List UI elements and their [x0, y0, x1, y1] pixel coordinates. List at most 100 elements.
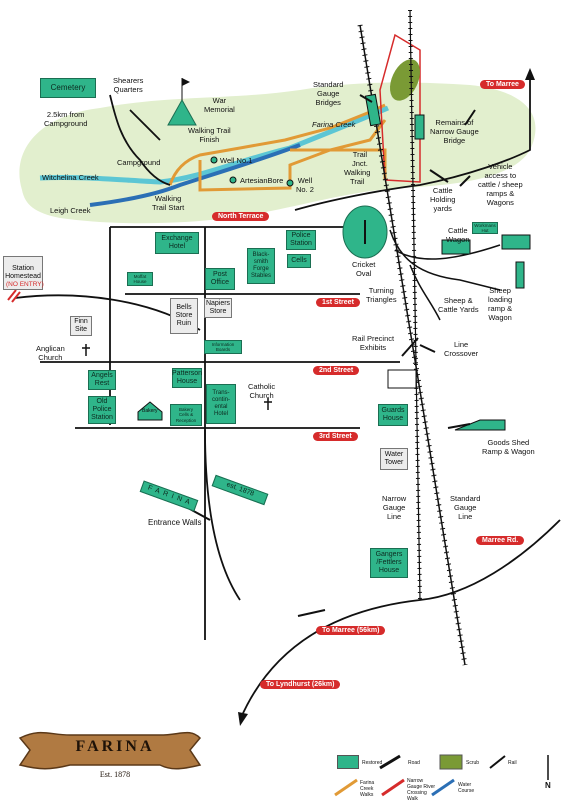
farina-creek-line — [39, 105, 389, 185]
well-no2-dot — [286, 179, 294, 187]
station-homestead-box[interactable]: Station Homestead — [3, 256, 43, 290]
to-lyndhurst-pill: To Lyndhurst (26km) — [260, 680, 341, 689]
legend-water-line — [431, 778, 455, 797]
cattle-wagon-label: Cattle Wagon — [446, 226, 470, 244]
legend-road-label: Road — [408, 760, 420, 766]
guards-house-box[interactable]: Guards House — [378, 404, 408, 426]
anglican-church-label: Anglican Church — [36, 344, 65, 362]
standard-gauge-bridge-mark — [364, 93, 382, 127]
turning-triangle-rails — [389, 229, 501, 321]
legend-water-label: Water Course — [458, 782, 475, 794]
legend-road-line — [379, 754, 401, 770]
campground-label: Campground — [117, 158, 161, 167]
station-homestead-label: Station Homestead — [5, 265, 41, 280]
standard-gauge-line-label: Standard Gauge Line — [450, 494, 481, 521]
napiers-store-label: Napiers Store — [205, 300, 231, 315]
police-station-box[interactable]: Police Station — [286, 230, 316, 250]
no-entry-mark — [7, 289, 17, 301]
artesian-bore-dot — [229, 176, 237, 184]
bakery-label: Bakery — [142, 408, 158, 414]
north-arrow-road — [525, 68, 535, 80]
well-no2-label: Well No. 2 — [296, 176, 314, 194]
patterson-house-box[interactable]: Patterson House — [172, 368, 202, 388]
old-police-station-box[interactable]: Old Police Station — [88, 396, 116, 424]
catholic-church-label: Catholic Church — [248, 382, 276, 400]
standard-gauge-bridges-label: Standard Gauge Bridges — [313, 80, 344, 107]
legend-narrow-label: Narrow Gauge River Crossing Walk — [407, 778, 436, 802]
marree-rd-pill: Marree Rd. — [476, 536, 525, 545]
leigh-creek-line — [89, 143, 301, 207]
sheep-cattle-yards-label: Sheep & Cattle Yards — [438, 296, 479, 314]
cattle-wagon-2 — [501, 234, 531, 250]
legend-scrub-label: Scrub — [466, 760, 480, 766]
second-street-pill: 2nd Street — [313, 366, 360, 375]
war-memorial-label: War Memorial — [204, 96, 235, 114]
gangers-house-box[interactable]: Gangers /Fettlers House — [370, 548, 408, 578]
leigh-creek-label: Leigh Creek — [50, 206, 91, 215]
banner-subtitle: Est. 1878 — [99, 770, 131, 779]
third-street-pill: 3rd Street — [313, 432, 358, 441]
narrow-gauge-rail — [409, 9, 421, 601]
bells-store-box[interactable]: Bells Store Ruin — [170, 298, 198, 334]
well-no1-dot — [210, 156, 218, 164]
narrow-gauge-line-label: Narrow Gauge Line — [382, 494, 407, 521]
legend-north-label: N — [545, 781, 551, 790]
no-entry-mark-2 — [11, 291, 21, 303]
transcontinental-hotel-box[interactable]: Trans- contin- ental Hotel — [206, 384, 236, 424]
to-marree-pill: To Marree — [480, 80, 525, 89]
pointer-arrows — [187, 94, 476, 617]
first-street-pill: 1st Street — [316, 298, 360, 307]
north-terrace-pill: North Terrace — [212, 212, 270, 221]
line-crossover-label: Line Crossover — [444, 340, 479, 358]
bells-store-label: Bells Store Ruin — [175, 304, 193, 327]
finn-site-box[interactable]: Finn Site — [70, 316, 92, 336]
blacksmith-box[interactable]: Black- smith Forge Stables — [247, 248, 275, 284]
legend-restored-swatch — [337, 755, 359, 769]
water-tower-label: Water Tower — [384, 451, 404, 466]
witchelina-creek-label: Witchelina Creek — [42, 173, 99, 182]
workmans-hut-box[interactable]: Workmans Hut — [472, 222, 498, 234]
exchange-hotel-box[interactable]: Exchange Hotel — [155, 232, 199, 254]
artesian-bore-label: ArtesianBore — [240, 176, 284, 185]
narrow-gauge-crossing-walk — [379, 33, 421, 183]
well-no1-label: Well No.1 — [220, 156, 253, 165]
vehicle-access-label: Vehicle access to cattle / sheep ramps &… — [478, 162, 523, 207]
trail-junction-label: Trail Jnct. — [352, 150, 368, 168]
farina-creek-label: Farina Creek — [312, 120, 356, 129]
cemetery-box[interactable]: Cemetery — [40, 78, 96, 98]
sheep-loading-label: Sheep loading ramp & Wagon — [488, 286, 513, 322]
scrub-area — [389, 59, 421, 101]
goods-shed-label: Goods Shed Ramp & Wagon — [482, 438, 535, 456]
bakery-cells-box[interactable]: Bakery Cells & Reception — [170, 404, 202, 426]
moffat-house-box[interactable]: Moffat House — [127, 272, 153, 286]
to-marree-56-pill: To Marree (56km) — [316, 626, 386, 635]
banner-title: FARINA — [75, 738, 155, 755]
post-office-box[interactable]: Post Office — [205, 268, 235, 290]
napiers-store-box[interactable]: Napiers Store — [204, 298, 232, 318]
angels-rest-box[interactable]: Angels Rest — [88, 370, 116, 390]
remains-narrow-bridge-label: Remains of Narrow Gauge Bridge — [430, 118, 479, 145]
farina-banner — [18, 731, 202, 770]
sheep-ramp-mark — [515, 261, 525, 289]
bakery-building — [137, 401, 163, 421]
cattle-wagon-1 — [441, 239, 471, 255]
legend-restored-label: Restored — [362, 760, 383, 766]
goods-shed-mark — [454, 419, 506, 431]
south-arrow-road — [238, 712, 248, 726]
locomotive-icon — [387, 369, 417, 389]
walking-trail-start-label: Walking Trail Start — [152, 194, 185, 212]
war-memorial-icon — [167, 98, 197, 126]
cells-box[interactable]: Cells — [287, 254, 311, 268]
war-memorial-flag-top — [182, 78, 190, 86]
legend-rail-line — [489, 755, 506, 769]
shearers-quarters-label: Shearers Quarters — [113, 76, 144, 94]
walking-trail-finish-label: Walking Trail Finish — [188, 126, 231, 144]
water-tower-box[interactable]: Water Tower — [380, 448, 408, 470]
information-boards-box[interactable]: Information Boards — [204, 340, 242, 354]
legend-narrow-line — [381, 778, 405, 797]
legend-walk-line — [334, 778, 358, 797]
narrow-gauge-bridge-mark — [414, 114, 425, 140]
walking-trail-label: Walking Trail — [344, 168, 371, 186]
turning-triangles-label: Turning Triangles — [366, 286, 397, 304]
legend-scrub-box — [439, 754, 463, 770]
